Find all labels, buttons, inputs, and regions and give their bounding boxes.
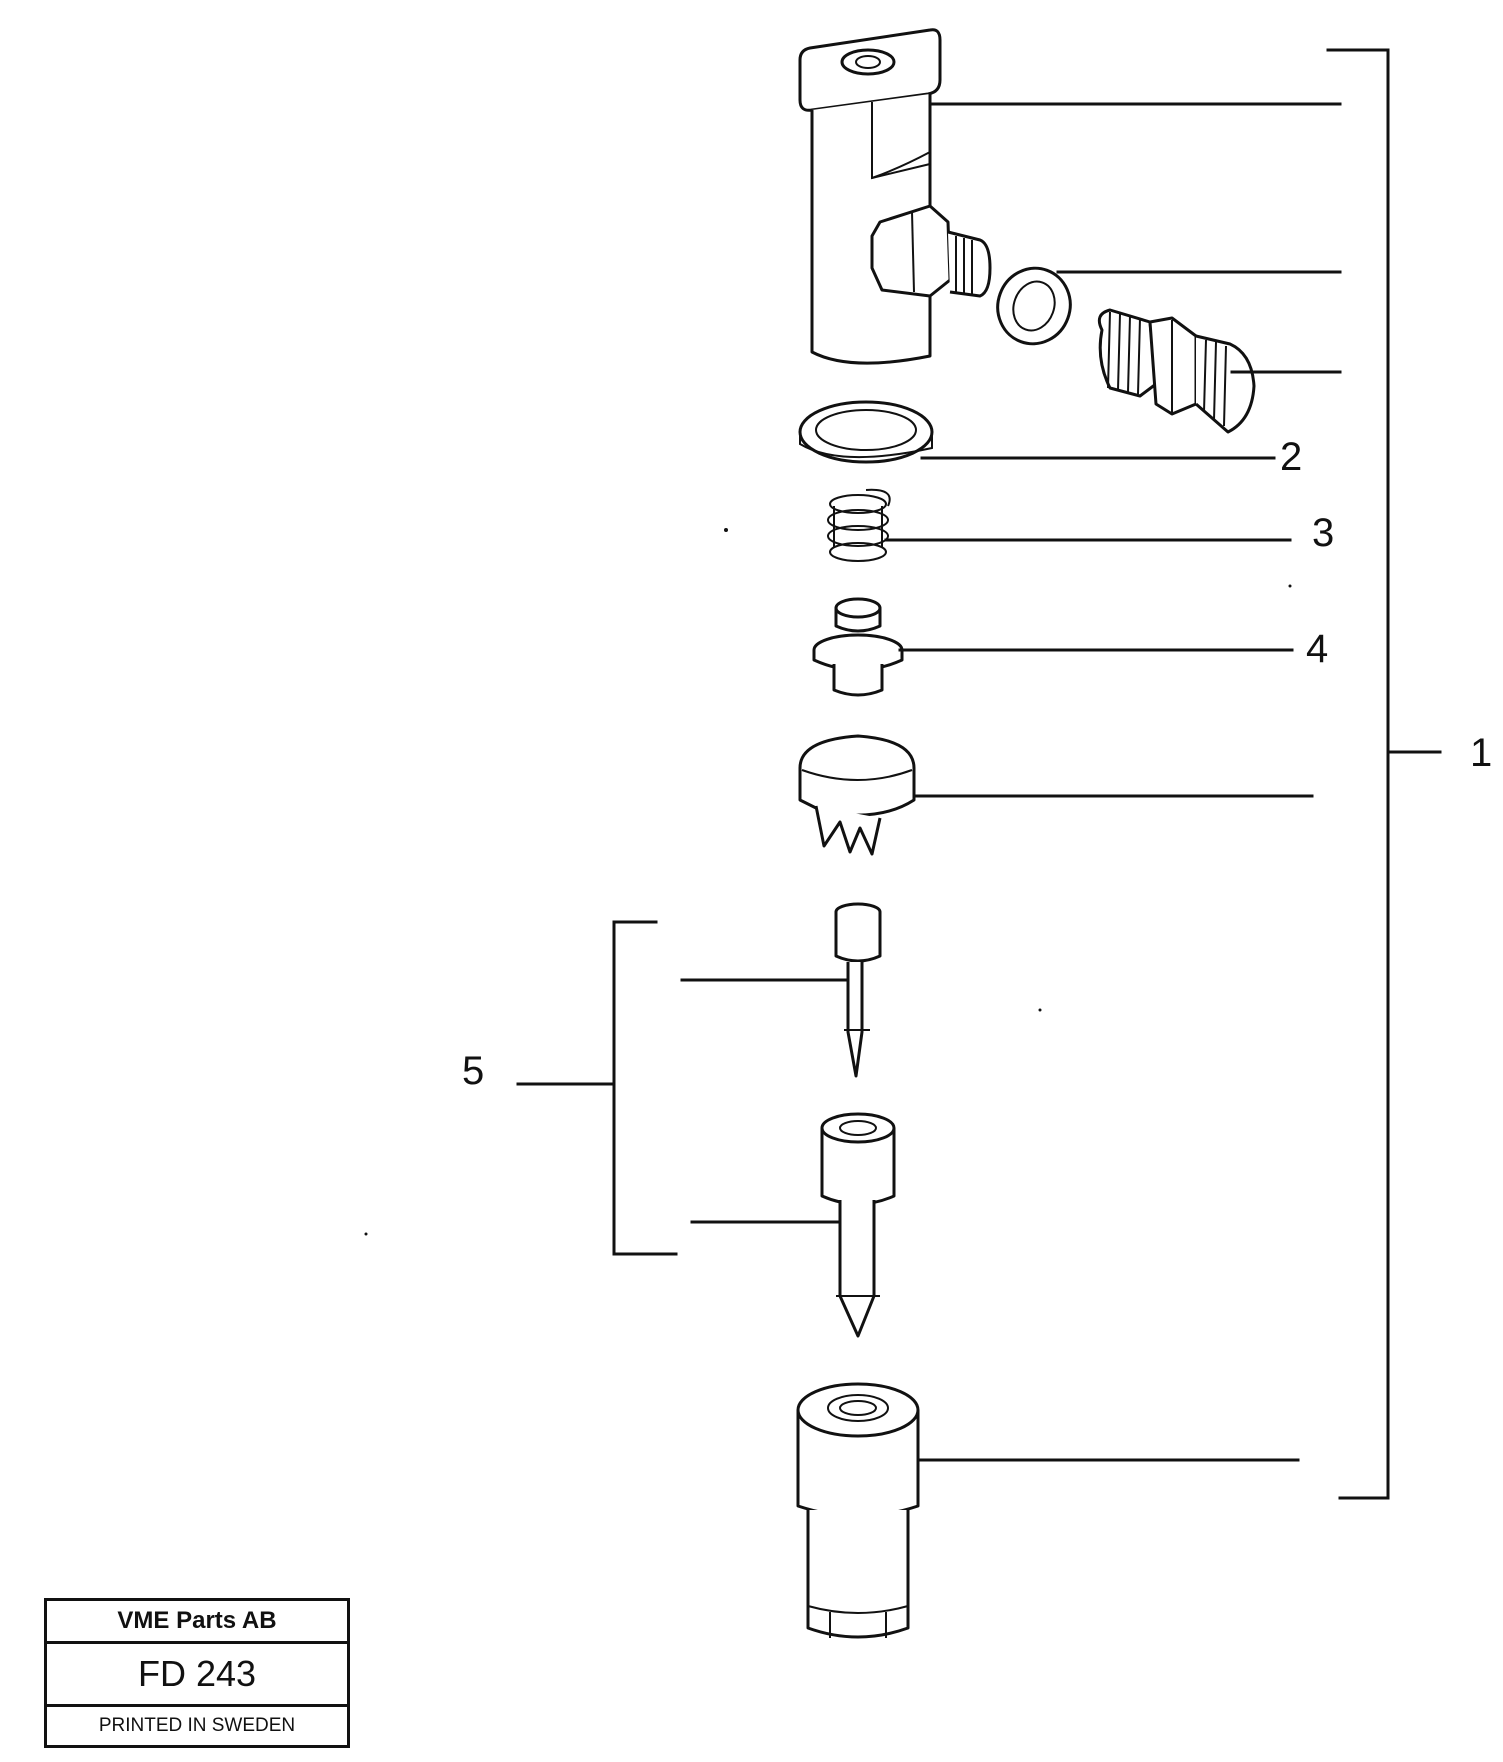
union-fitting-part	[1097, 308, 1256, 434]
title-block: VME Parts AB FD 243 PRINTED IN SWEDEN	[44, 1598, 350, 1748]
nozzle-body-part	[796, 1382, 920, 1639]
scan-speck	[364, 1232, 368, 1236]
callout-1: 1	[1470, 731, 1492, 775]
callout-5: 5	[462, 1049, 484, 1093]
bracket-1	[1326, 48, 1442, 1500]
callout-4: 4	[1306, 627, 1328, 671]
valve-part	[812, 597, 904, 697]
injector-body-part	[798, 28, 942, 365]
leader-lines	[516, 102, 1342, 1462]
sealing-washer-part	[996, 266, 1072, 346]
drawing-code: FD 243	[47, 1644, 347, 1707]
upper-needle-part	[834, 902, 882, 1078]
company-name: VME Parts AB	[47, 1601, 347, 1644]
bracket-5	[612, 920, 678, 1256]
scan-speck	[724, 528, 728, 532]
body-side-nipple	[870, 204, 992, 298]
printed-note: PRINTED IN SWEDEN	[98, 1715, 296, 1736]
callout-3: 3	[1312, 511, 1334, 555]
lower-needle-part	[820, 1112, 896, 1338]
scan-speck	[1038, 1008, 1042, 1012]
callout-2: 2	[1280, 435, 1302, 479]
cap-part	[798, 734, 916, 856]
o-ring-part	[798, 400, 934, 464]
spring-part	[827, 488, 891, 562]
scan-speck	[1288, 584, 1292, 588]
